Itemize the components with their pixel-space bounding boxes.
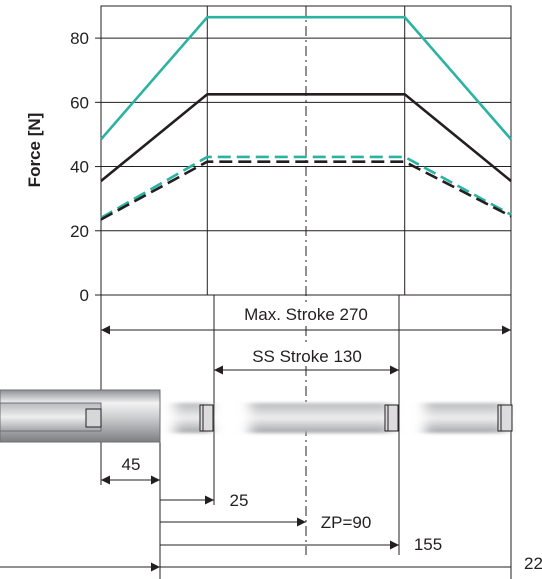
- offset-25-label: 25: [230, 491, 249, 510]
- series-line-2: [100, 93, 512, 183]
- plot-area: [95, 5, 512, 555]
- offset-225-label: 225: [524, 554, 542, 573]
- vertical-gridlines: [100, 6, 512, 295]
- extension-lines: [100, 295, 512, 579]
- zp-label: ZP=90: [321, 513, 372, 532]
- max-stroke-label: Max. Stroke 270: [244, 305, 368, 324]
- offset-155-label: 155: [414, 535, 442, 554]
- motion-blur-rods: [175, 403, 505, 433]
- y-tick-label: 60: [70, 93, 89, 112]
- data-series: [100, 15, 512, 221]
- y-axis-label: Force [N]: [25, 113, 44, 188]
- series-line-1: [100, 15, 512, 141]
- cylinder-illustration: [0, 389, 513, 443]
- y-tick-label: 40: [70, 158, 89, 177]
- y-tick-label: 80: [70, 29, 89, 48]
- rod-end-caps: [199, 404, 513, 432]
- offset-45-label: 45: [122, 455, 141, 474]
- series-line-3: [100, 155, 512, 220]
- piston-end-cap: [85, 408, 102, 428]
- cylinder-piston: [0, 402, 102, 432]
- ss-stroke-label: SS Stroke 130: [252, 347, 362, 366]
- horizontal-gridlines: [95, 37, 511, 296]
- y-tick-label: 20: [70, 222, 89, 241]
- y-tick-label: 0: [80, 286, 89, 305]
- dimension-arrows: [0, 325, 511, 572]
- y-tick-labels: 0 20 40 60 80: [70, 29, 89, 305]
- series-line-4: [100, 160, 512, 221]
